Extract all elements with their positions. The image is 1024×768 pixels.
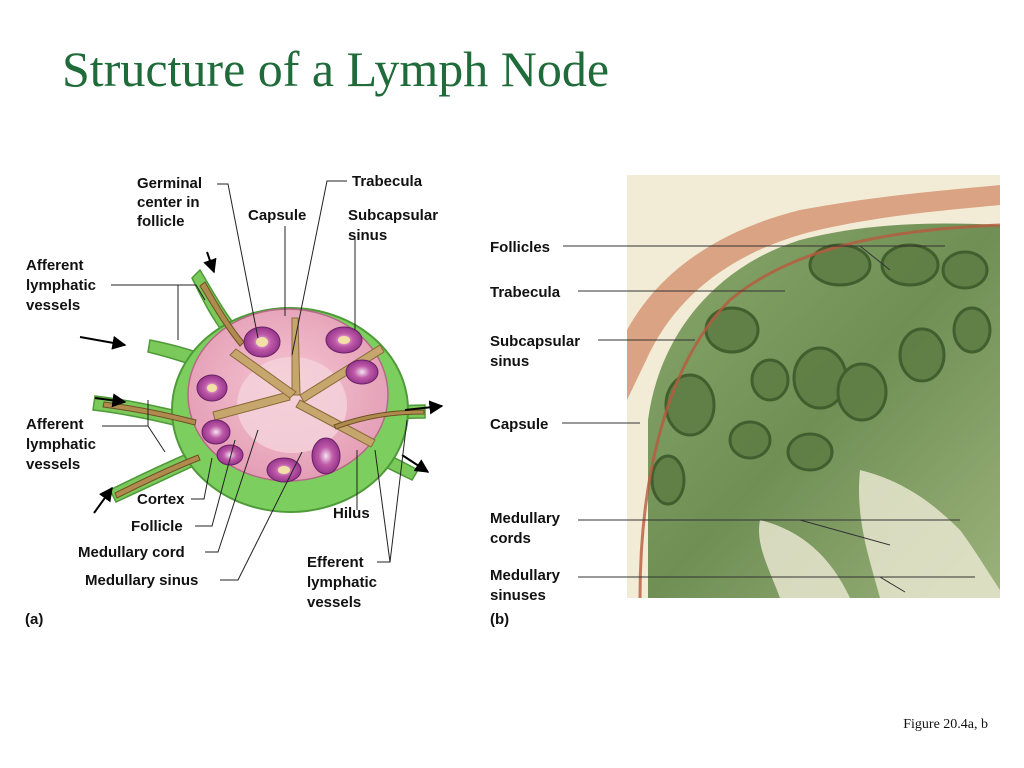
slide-title: Structure of a Lymph Node <box>62 41 610 97</box>
label-capsule-b: Capsule <box>490 416 548 433</box>
label-efferent-line3: vessels <box>307 594 361 611</box>
panel-a-tag: (a) <box>25 611 43 628</box>
label-medullary-cord: Medullary cord <box>78 544 185 561</box>
label-afferent-top-line1: Afferent <box>26 257 84 274</box>
label-afferent-top-line3: vessels <box>26 297 80 314</box>
label-trabecula-b: Trabecula <box>490 284 561 301</box>
label-trabecula-a: Trabecula <box>352 173 423 190</box>
micrograph-follicles <box>650 243 992 506</box>
label-efferent-line1: Efferent <box>307 554 364 571</box>
label-follicle: Follicle <box>131 518 183 535</box>
label-subcapsular-b-line2: sinus <box>490 353 529 370</box>
label-afferent-bottom-line1: Afferent <box>26 416 84 433</box>
follicles-drawing <box>196 326 379 483</box>
label-germinal-line3: follicle <box>137 213 185 230</box>
panel-a-illustration: Germinal center in follicle Capsule Trab… <box>25 173 444 628</box>
label-subcapsular-a-line2: sinus <box>348 227 387 244</box>
label-germinal-line2: center in <box>137 194 200 211</box>
label-capsule-a: Capsule <box>248 207 306 224</box>
label-subcapsular-b-line1: Subcapsular <box>490 333 580 350</box>
label-efferent-line2: lymphatic <box>307 574 377 591</box>
flow-arrows <box>79 251 444 514</box>
label-afferent-bottom-line2: lymphatic <box>26 436 96 453</box>
label-afferent-top-line2: lymphatic <box>26 277 96 294</box>
label-medullary-sinuses-line1: Medullary <box>490 567 561 584</box>
label-medullary-sinuses-line2: sinuses <box>490 587 546 604</box>
label-cortex: Cortex <box>137 491 185 508</box>
label-hilus: Hilus <box>333 505 370 522</box>
panel-a-leader-lines <box>102 180 408 581</box>
trabeculae-drawing <box>212 317 385 448</box>
label-medullary-cords-line2: cords <box>490 530 531 547</box>
panel-b-micrograph: Follicles Trabecula Subcapsular sinus Ca… <box>490 175 1001 628</box>
panel-b-leader-lines <box>562 245 975 593</box>
label-follicles-b: Follicles <box>490 239 550 256</box>
label-afferent-bottom-line3: vessels <box>26 456 80 473</box>
label-subcapsular-a-line1: Subcapsular <box>348 207 438 224</box>
label-medullary-sinus: Medullary sinus <box>85 572 198 589</box>
label-medullary-cords-line1: Medullary <box>490 510 561 527</box>
label-germinal-line1: Germinal <box>137 175 202 192</box>
figure-caption: Figure 20.4a, b <box>903 717 988 732</box>
panel-b-tag: (b) <box>490 611 509 628</box>
